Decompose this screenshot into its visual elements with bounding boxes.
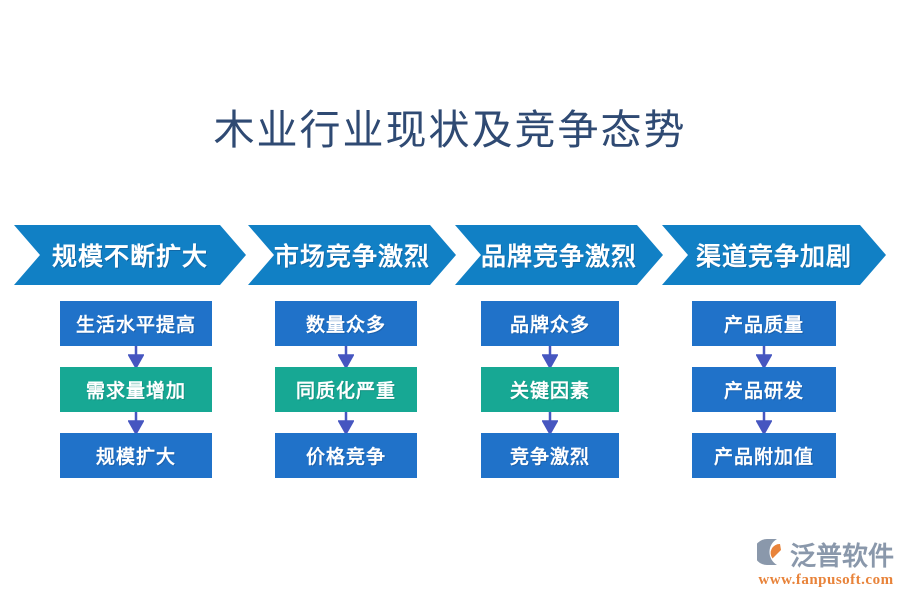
down-arrow-icon <box>692 346 836 367</box>
flow-node-label: 品牌众多 <box>509 315 590 336</box>
chevron-stage-1[interactable]: 规模不断扩大 <box>14 225 246 285</box>
flow-node-label: 产品附加值 <box>713 447 814 468</box>
flow-node-label: 竞争激烈 <box>509 447 590 468</box>
flow-node[interactable]: 品牌众多 <box>481 301 619 346</box>
flow-node-label: 数量众多 <box>305 315 386 336</box>
chevron-label: 规模不断扩大 <box>51 243 208 271</box>
down-arrow-icon <box>275 346 417 367</box>
fanpu-swoosh-logo-icon <box>754 537 787 572</box>
flow-node[interactable]: 产品附加值 <box>692 433 836 478</box>
logo-row: 泛普软件 <box>754 537 895 572</box>
down-arrow-icon <box>275 412 417 433</box>
flow-node[interactable]: 同质化严重 <box>275 367 417 412</box>
flow-column-4: 产品质量 产品研发 产品附加值 <box>692 301 836 478</box>
flow-node[interactable]: 关键因素 <box>481 367 619 412</box>
chevron-stage-2[interactable]: 市场竞争激烈 <box>248 225 456 285</box>
flow-node[interactable]: 生活水平提高 <box>60 301 212 346</box>
flow-node-label: 需求量增加 <box>85 381 186 402</box>
flow-column-3: 品牌众多 关键因素 竞争激烈 <box>481 301 619 478</box>
flow-node-label: 生活水平提高 <box>75 315 196 336</box>
flow-node-label: 产品质量 <box>723 315 804 336</box>
flow-node[interactable]: 数量众多 <box>275 301 417 346</box>
chevron-label: 市场竞争激烈 <box>273 243 430 271</box>
flow-node[interactable]: 产品质量 <box>692 301 836 346</box>
flow-column-2: 数量众多 同质化严重 价格竞争 <box>275 301 417 478</box>
down-arrow-icon <box>60 346 212 367</box>
flow-node-label: 规模扩大 <box>95 447 176 468</box>
flow-column-1: 生活水平提高 需求量增加 规模扩大 <box>60 301 212 478</box>
chevron-stage-3[interactable]: 品牌竞争激烈 <box>455 225 663 285</box>
flow-node-label: 价格竞争 <box>305 447 386 468</box>
logo-wordmark: 泛普软件 <box>790 542 895 571</box>
flow-node[interactable]: 竞争激烈 <box>481 433 619 478</box>
page-title: 木业行业现状及竞争态势 <box>213 107 687 153</box>
brand-logo: 泛普软件 www.fanpusoft.com <box>754 537 895 592</box>
down-arrow-icon <box>692 412 836 433</box>
flow-node-label: 产品研发 <box>723 381 804 402</box>
chevron-stage-4[interactable]: 渠道竞争加剧 <box>662 225 886 285</box>
flow-node[interactable]: 产品研发 <box>692 367 836 412</box>
flow-node[interactable]: 需求量增加 <box>60 367 212 412</box>
flow-node-label: 关键因素 <box>509 381 590 402</box>
chevron-label: 品牌竞争激烈 <box>480 243 637 271</box>
flow-node[interactable]: 价格竞争 <box>275 433 417 478</box>
logo-url: www.fanpusoft.com <box>758 572 894 588</box>
flow-node[interactable]: 规模扩大 <box>60 433 212 478</box>
down-arrow-icon <box>481 412 619 433</box>
chevron-label: 渠道竞争加剧 <box>695 243 852 271</box>
flow-node-label: 同质化严重 <box>295 381 396 402</box>
down-arrow-icon <box>481 346 619 367</box>
down-arrow-icon <box>60 412 212 433</box>
